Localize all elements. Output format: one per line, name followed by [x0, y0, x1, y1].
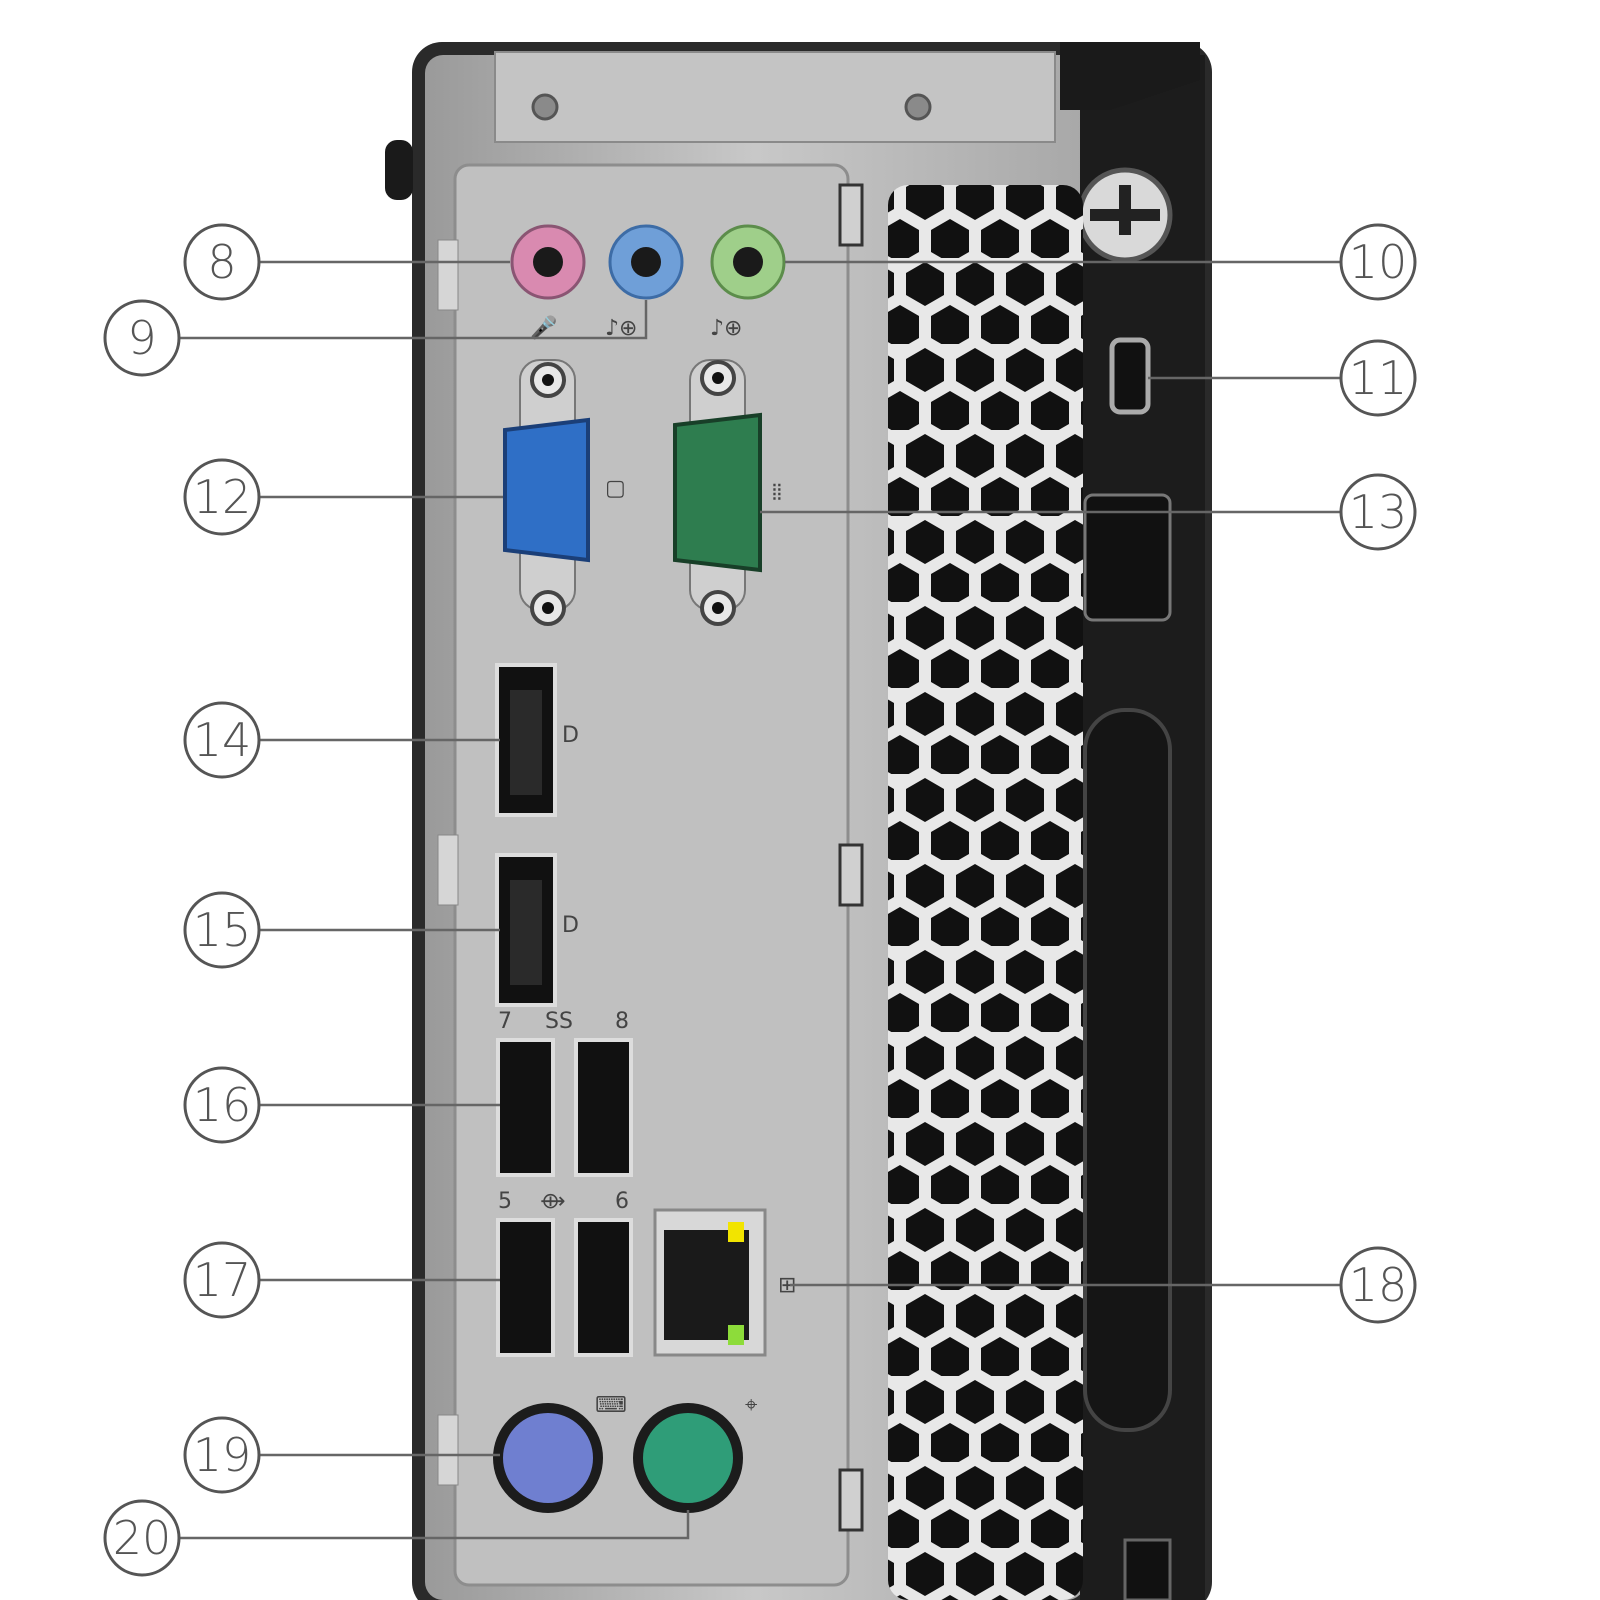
side-clip	[1083, 493, 1172, 622]
ethernet-port: ⊞	[653, 1208, 796, 1357]
callout-20-label: 20	[113, 1511, 172, 1565]
thumbscrew-slot-v	[1119, 185, 1131, 235]
callout-15: 15	[183, 891, 261, 969]
displayport-icon-2: D	[562, 913, 579, 938]
mouse-icon: ⌖	[745, 1393, 757, 1418]
usb3-label: SS	[545, 1009, 573, 1034]
usb2-port-6	[574, 1218, 633, 1357]
callout-12-label: 12	[193, 470, 252, 524]
serial-icon: ⦙⦙	[772, 481, 782, 506]
usb3-ports: 7 SS 8	[496, 1009, 633, 1177]
usb3-port-7	[496, 1038, 555, 1177]
bracket-screw-left	[531, 93, 559, 121]
callout-15-label: 15	[193, 903, 252, 957]
line-out-icon: ♪⊕	[710, 316, 742, 341]
callout-8-label: 8	[207, 235, 236, 289]
usb-icon: ⟴	[540, 1189, 565, 1214]
usb2-right-number: 6	[615, 1189, 629, 1214]
callout-17-label: 17	[193, 1253, 252, 1307]
ps2-mouse-port	[633, 1403, 743, 1513]
callout-lines	[178, 260, 1340, 1540]
callout-13: 13	[1339, 473, 1417, 551]
callout-20: 20	[103, 1499, 181, 1577]
callout-18-label: 18	[1349, 1258, 1408, 1312]
top-corner-dark	[1060, 42, 1200, 110]
handle	[1083, 708, 1172, 1432]
callout-8: 8	[183, 223, 261, 301]
keyboard-icon: ⌨	[595, 1393, 627, 1418]
callout-16: 16	[183, 1066, 261, 1144]
callout-14: 14	[183, 701, 261, 779]
ethernet-led-yellow	[728, 1222, 744, 1242]
callout-10: 10	[1339, 223, 1417, 301]
microphone-icon: 🎤	[530, 314, 557, 341]
vent-grille	[888, 185, 1083, 1600]
callout-16-label: 16	[193, 1078, 252, 1132]
callout-11-label: 11	[1349, 351, 1408, 405]
network-icon: ⊞	[778, 1273, 796, 1298]
bracket-screw-right	[904, 93, 932, 121]
callout-markers: 8 9 10 11 12 13 14 15	[103, 223, 1417, 1577]
monitor-icon: ▢	[605, 476, 626, 501]
callout-19-label: 19	[193, 1428, 252, 1482]
usb3-right-number: 8	[615, 1009, 629, 1034]
callout-9: 9	[103, 299, 181, 377]
displayport-1: D	[495, 663, 579, 817]
left-latch	[385, 140, 413, 200]
usb2-port-5	[496, 1218, 555, 1357]
ethernet-led-green	[728, 1325, 744, 1345]
callout-12: 12	[183, 458, 261, 536]
callout-10-label: 10	[1349, 235, 1408, 289]
callout-line-9	[178, 300, 648, 340]
callout-19: 19	[183, 1416, 261, 1494]
displayport-icon-1: D	[562, 723, 579, 748]
callout-13-label: 13	[1349, 485, 1408, 539]
callout-14-label: 14	[193, 713, 252, 767]
displayport-2: D	[495, 853, 579, 1007]
callout-17: 17	[183, 1241, 261, 1319]
usb2-left-number: 5	[498, 1189, 512, 1214]
top-bracket	[494, 51, 1056, 143]
callout-line-20	[178, 1510, 690, 1540]
usb3-port-8	[574, 1038, 633, 1177]
audio-jacks: 🎤 ♪⊕ ♪⊕	[510, 224, 786, 341]
serial-port: ⦙⦙	[673, 359, 782, 626]
callout-18: 18	[1339, 1246, 1417, 1324]
callout-9-label: 9	[127, 311, 156, 365]
lock-slot	[1109, 337, 1151, 415]
bottom-clip	[1123, 1538, 1172, 1600]
ps2-ports: ⌨ ⌖	[493, 1393, 757, 1513]
ps2-keyboard-port	[493, 1403, 603, 1513]
callout-11: 11	[1339, 339, 1417, 417]
vga-port: ▢	[503, 359, 626, 626]
usb2-ports: 5 ⟴ 6	[496, 1189, 633, 1357]
usb3-left-number: 7	[498, 1009, 512, 1034]
